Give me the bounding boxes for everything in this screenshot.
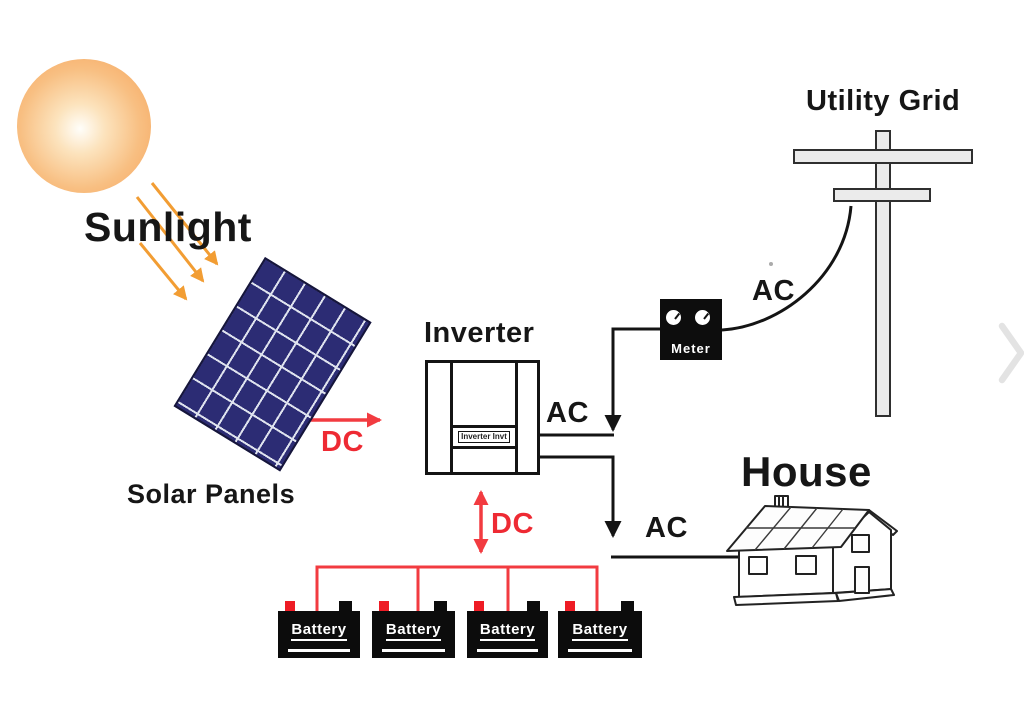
battery-label: Battery — [572, 621, 628, 641]
chevron-right-icon[interactable] — [998, 322, 1024, 384]
battery-negative-terminal — [621, 601, 634, 611]
utility-pole-crossarm-bottom — [833, 188, 931, 202]
battery-positive-terminal — [565, 601, 575, 611]
battery-positive-terminal — [474, 601, 484, 611]
battery-negative-terminal — [527, 601, 540, 611]
dc-label-panel: DC — [321, 426, 364, 458]
utility-pole — [875, 130, 891, 417]
battery-negative-terminal — [434, 601, 447, 611]
gauge-dial-icon — [695, 310, 710, 325]
battery-2: Battery — [372, 601, 455, 658]
inverter-divider-left — [450, 363, 453, 472]
door — [854, 566, 870, 594]
house-icon — [726, 495, 898, 606]
gauge-dial-icon — [666, 310, 681, 325]
window — [795, 555, 817, 575]
sunlight-label: Sunlight — [84, 204, 252, 250]
battery-positive-terminal — [285, 601, 295, 611]
meter-label: Meter — [671, 341, 711, 356]
battery-label: Battery — [385, 621, 442, 641]
wire-meter-to-grid — [721, 205, 853, 332]
meter-box: Meter — [660, 299, 722, 360]
inverter-label: Inverter — [424, 317, 535, 349]
battery-1: Battery — [278, 601, 360, 658]
window — [748, 556, 768, 575]
dc-label-battery: DC — [491, 508, 534, 540]
inverter-divider-right — [515, 363, 518, 472]
wire-inverter-ac-bottom — [538, 455, 622, 538]
battery-label: Battery — [291, 621, 347, 641]
ac-label-grid: AC — [752, 275, 795, 307]
house-label: House — [741, 448, 872, 495]
utility-pole-crossarm-top — [793, 149, 973, 164]
carousel-next[interactable] — [990, 315, 1024, 391]
wire-meter-to-junction — [604, 327, 660, 432]
ac-label-house: AC — [645, 512, 688, 544]
inverter-display-band: Inverter Invt — [453, 425, 515, 449]
solar-panels-label: Solar Panels — [127, 479, 296, 509]
battery-label: Battery — [479, 621, 536, 641]
stray-dot — [769, 262, 773, 266]
ac-label-inverter: AC — [546, 397, 589, 429]
sun-icon — [17, 59, 151, 193]
battery-bus-wire — [315, 565, 599, 611]
house-base-right — [835, 588, 895, 602]
ac-wires — [538, 205, 853, 559]
window — [851, 534, 870, 553]
battery-negative-terminal — [339, 601, 352, 611]
inverter-box: Inverter Invt — [425, 360, 540, 475]
utility-grid-label: Utility Grid — [806, 85, 961, 117]
battery-3: Battery — [467, 601, 548, 658]
battery-4: Battery — [558, 601, 642, 658]
inverter-unit-text: Inverter Invt — [458, 431, 510, 443]
battery-positive-terminal — [379, 601, 389, 611]
sun-rays-arrows — [135, 182, 219, 301]
